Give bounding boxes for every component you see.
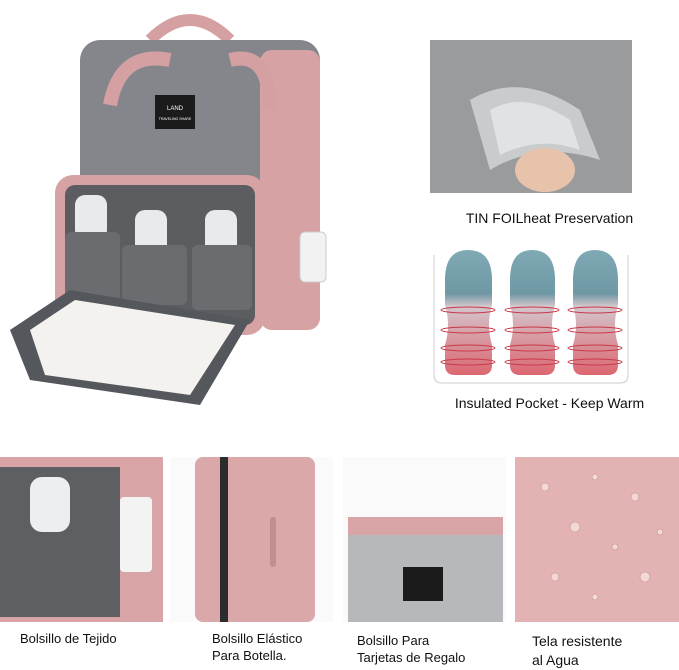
brand-label xyxy=(155,95,195,129)
caption-line: al Agua xyxy=(532,652,579,668)
insulated-caption: Insulated Pocket - Keep Warm xyxy=(454,395,645,411)
caption-line: Bolsillo Para xyxy=(357,633,430,648)
foil-caption: TIN FOILheat Preservation xyxy=(465,210,634,226)
caption-line: Tela resistente xyxy=(532,633,623,649)
water-droplets xyxy=(540,473,664,601)
caption-line: Para Botella. xyxy=(212,648,287,663)
main-bag-photo: LAND TRAVELING SHARE xyxy=(0,0,410,420)
fabric-pocket-photo xyxy=(0,457,163,622)
brand-label-tagline: TRAVELING SHARE xyxy=(159,117,192,121)
caption-fabric-pocket: Bolsillo de Tejido xyxy=(20,630,117,647)
caption-elastic-pocket: Bolsillo Elástico Para Botella. xyxy=(212,630,302,664)
elastic-bottle-pocket-photo xyxy=(170,457,333,622)
gift-card-pocket-photo xyxy=(343,457,506,622)
brand-label-text: LAND xyxy=(167,106,184,112)
tin-foil-photo xyxy=(430,40,632,193)
water-resistant-fabric-photo xyxy=(515,457,679,622)
caption-water-resistant: Tela resistente al Agua xyxy=(532,632,622,670)
caption-line: Tarjetas de Regalo xyxy=(357,650,466,665)
caption-line: Bolsillo de Tejido xyxy=(20,631,117,646)
insulated-pocket-diagram xyxy=(430,250,632,385)
caption-line: Bolsillo Elástico xyxy=(212,631,303,646)
caption-gift-card-pocket: Bolsillo Para Tarjetas de Regalo xyxy=(357,632,465,666)
